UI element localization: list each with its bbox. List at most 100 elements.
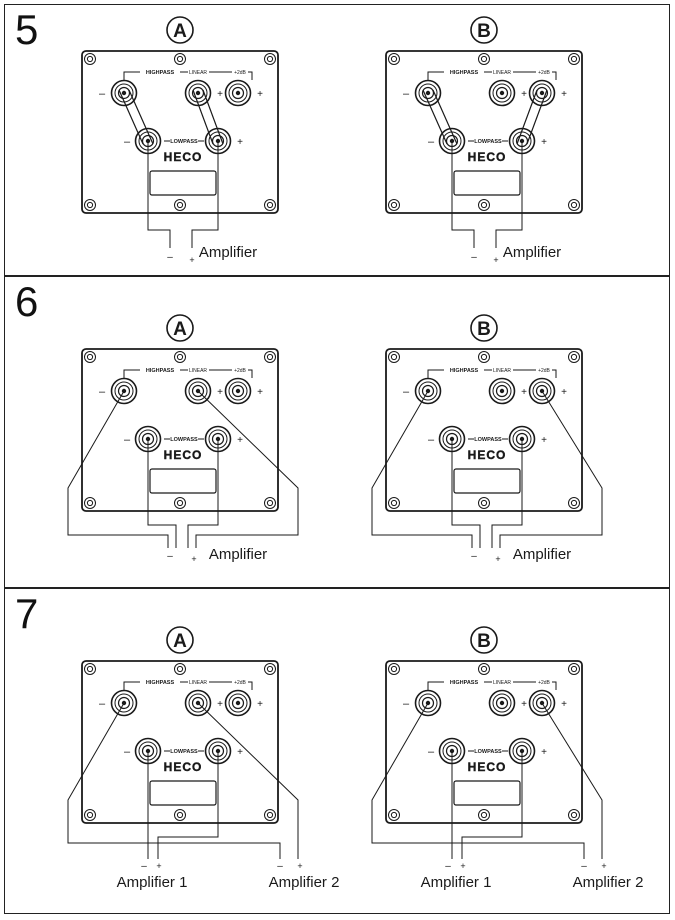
model-plate-window [453,780,521,806]
screw-inner [176,353,184,361]
screw-icon [174,53,186,65]
plus-sign: + [257,699,263,710]
terminal-post [117,384,131,398]
plus-sign: + [217,699,223,710]
screw-inner [86,55,94,63]
screw-inner [86,353,94,361]
screw-icon [174,663,186,675]
plus-sign: + [561,387,567,398]
linear-terminal-plus [488,689,516,717]
plus-sign: + [237,435,243,446]
plus-sign: + [561,699,567,710]
plus2db-label: +2dB [234,70,246,76]
model-plate-window [453,468,521,494]
section-number: 7 [15,590,39,637]
panel-letter-circle [166,16,194,44]
heco-logo: HECO [164,760,203,774]
amp1-plus-sign: + [460,861,465,871]
wire [371,390,473,548]
bracket-line [552,681,557,690]
minus-sign: – [428,746,435,758]
terminal-ring-inner [532,381,552,401]
terminal-ring-inner [492,83,512,103]
terminal-ring-inner [228,83,248,103]
wire [371,702,585,859]
terminal-plate [81,50,279,214]
screw-inner [570,201,578,209]
screw-inner [86,201,94,209]
plus-sign: + [257,387,263,398]
panel-letter-circle [470,16,498,44]
bracket-line [248,71,253,80]
plus-sign: + [541,137,547,148]
screw-icon [264,199,276,211]
terminal-plate [385,50,583,214]
screw-icon [568,199,580,211]
lowpass-label: LOWPASS [170,437,198,443]
screw-inner [266,811,274,819]
screw-icon [478,809,490,821]
amp1-minus-sign: – [141,861,147,872]
highpass-label: HIGHPASS [146,368,175,374]
plus2db-label: +2dB [538,368,550,374]
plus-sign: + [521,699,527,710]
terminal-post-center [539,90,545,96]
panel-letter-circle [166,626,194,654]
heco-logo: HECO [164,150,203,164]
linear-terminal-plus [488,79,516,107]
bridge-wire [422,89,448,145]
terminal-ring-inner [492,381,512,401]
plus2db-label: +2dB [234,680,246,686]
screw-inner [266,665,274,673]
amplifier-2-label: Amplifier 2 [269,874,340,891]
screw-icon [264,53,276,65]
minus-sign: – [403,386,410,398]
panel-letter-circle [470,626,498,654]
amplifier-label: Amplifier [209,546,267,563]
linear-label: LINEAR [493,680,511,686]
screw-inner [266,201,274,209]
highpass-label: HIGHPASS [450,680,479,686]
screw-inner [570,55,578,63]
bracket-line [248,369,253,378]
minus-sign: – [124,434,131,446]
minus-sign: – [403,698,410,710]
screw-inner [176,665,184,673]
bridge-wire [192,89,214,145]
screw-icon [174,199,186,211]
terminal-plate [81,348,279,512]
terminal-post [191,384,205,398]
terminal-post-center [425,90,431,96]
screw-icon [478,663,490,675]
screw-icon [264,351,276,363]
screw-icon [568,809,580,821]
terminal-post [191,696,205,710]
amp-plus-sign: + [189,255,194,265]
lowpass-label: LOWPASS [170,749,198,755]
wire [67,390,169,548]
amp2-plus-sign: + [601,861,606,871]
terminal-post [495,384,509,398]
wire [67,702,281,859]
screw-icon [388,351,400,363]
terminal-post [495,86,509,100]
minus-sign: – [124,136,131,148]
screw-icon [84,663,96,675]
bridge-wire [432,89,458,145]
terminal-post-center [235,700,241,706]
terminal-ring-inner [228,381,248,401]
bridge-wire [516,89,538,145]
plus2db-label: +2dB [234,368,246,374]
terminal-post [231,384,245,398]
wire [451,141,475,248]
screw-inner [176,811,184,819]
screw-inner [570,353,578,361]
screw-inner [176,55,184,63]
terminal-plate [385,660,583,824]
screw-inner [86,499,94,507]
screw-inner [570,665,578,673]
